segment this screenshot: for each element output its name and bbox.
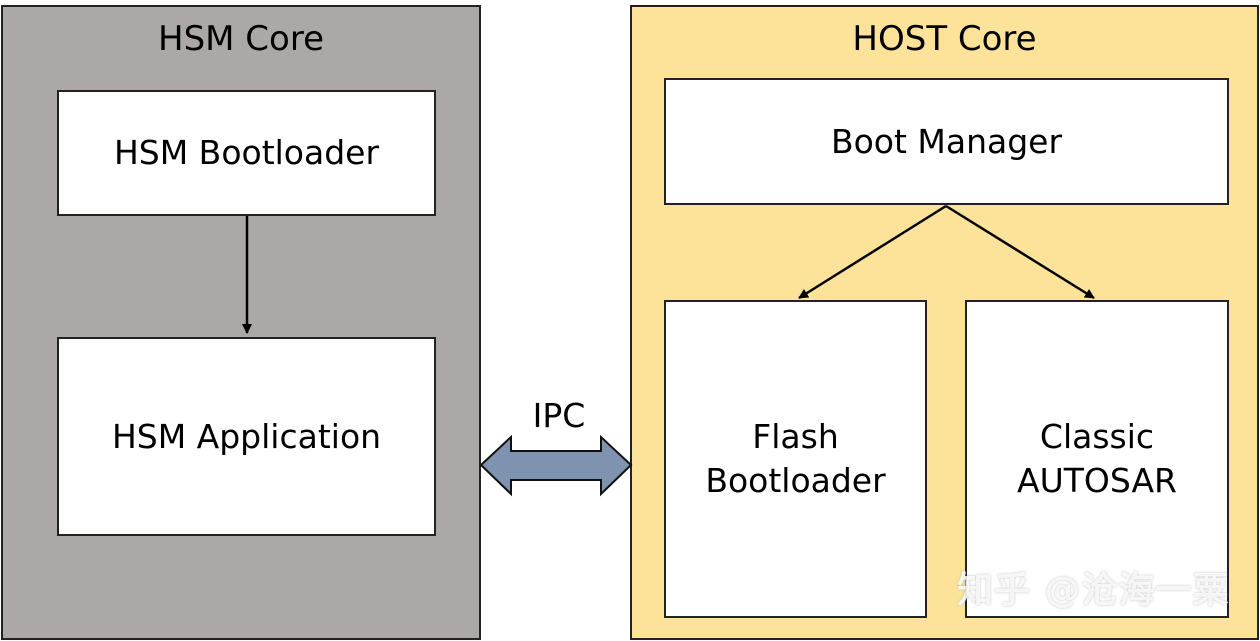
hsm-application-box: HSM Application [57, 337, 436, 536]
watermark-text: 知乎 @沧海一粟 [957, 570, 1230, 611]
hsm-application-label: HSM Application [111, 416, 382, 456]
boot-manager-label: Boot Manager [830, 121, 1063, 161]
classic-autosar-label-line1: Classic [1039, 417, 1155, 456]
ipc-label: IPC [532, 396, 586, 435]
classic-autosar-box: Classic AUTOSAR [965, 300, 1229, 618]
host-core-title: HOST Core [852, 19, 1037, 59]
classic-autosar-label-line2: AUTOSAR [1017, 461, 1177, 500]
hsm-bootloader-box: HSM Bootloader [57, 90, 436, 216]
hsm-bootloader-label: HSM Bootloader [113, 133, 380, 172]
flash-bootloader-label-line2: Bootloader [705, 461, 886, 500]
ipc-double-arrow [479, 434, 633, 497]
flash-bootloader-box: Flash Bootloader [664, 300, 927, 618]
hsm-core-title: HSM Core [158, 19, 324, 59]
flash-bootloader-label-line1: Flash [752, 417, 839, 456]
boot-manager-box: Boot Manager [664, 78, 1229, 205]
